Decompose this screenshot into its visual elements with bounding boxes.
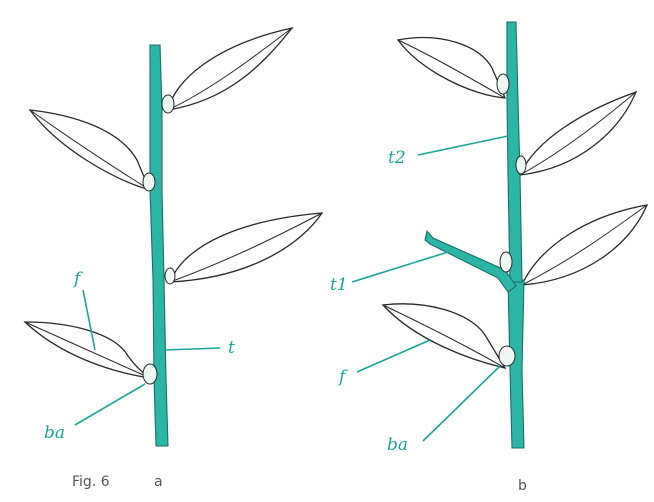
leader-b-t1 bbox=[351, 251, 449, 283]
label-a-stem: t bbox=[228, 338, 235, 358]
leader-b-ba bbox=[422, 365, 501, 442]
bud-b-4 bbox=[498, 345, 516, 367]
label-a-leaf: f bbox=[72, 269, 83, 289]
leaf-b-4 bbox=[381, 303, 507, 369]
label-b-bud: ba bbox=[387, 435, 408, 455]
bud-a-3 bbox=[164, 267, 176, 285]
leaf-a-3 bbox=[169, 212, 324, 283]
leader-a-t bbox=[164, 347, 221, 351]
leaf-a-2 bbox=[28, 109, 152, 192]
leader-a-ba bbox=[74, 383, 146, 426]
label-a-bud: ba bbox=[44, 423, 65, 443]
panel-label-b: b bbox=[518, 478, 527, 494]
bud-a-4 bbox=[142, 363, 158, 385]
leader-a-f bbox=[82, 289, 96, 351]
shoot-b-t1 bbox=[424, 229, 517, 293]
bud-b-1 bbox=[496, 73, 510, 95]
leaf-b-2 bbox=[518, 90, 638, 176]
panel-a-drawing bbox=[23, 26, 324, 447]
panel-label-a: a bbox=[154, 474, 163, 490]
shoot-b-t2 bbox=[506, 21, 523, 283]
leader-b-t2 bbox=[417, 135, 509, 156]
label-b-shoot1: t1 bbox=[330, 275, 348, 295]
bud-a-1 bbox=[161, 94, 175, 114]
figure-caption: Fig. 6 bbox=[72, 474, 110, 490]
bud-a-2 bbox=[142, 172, 156, 192]
leaf-b-3 bbox=[520, 204, 649, 286]
panel-b-drawing bbox=[351, 21, 649, 449]
label-b-shoot2: t2 bbox=[388, 148, 406, 168]
leaf-a-4 bbox=[23, 321, 151, 379]
label-b-leaf: f bbox=[337, 367, 348, 387]
bud-b-3 bbox=[499, 251, 513, 273]
bud-b-2 bbox=[515, 155, 527, 175]
leaf-a-1 bbox=[167, 26, 294, 111]
stem-b-main bbox=[507, 279, 525, 449]
leaf-b-1 bbox=[396, 37, 506, 99]
leader-b-f bbox=[356, 339, 431, 373]
